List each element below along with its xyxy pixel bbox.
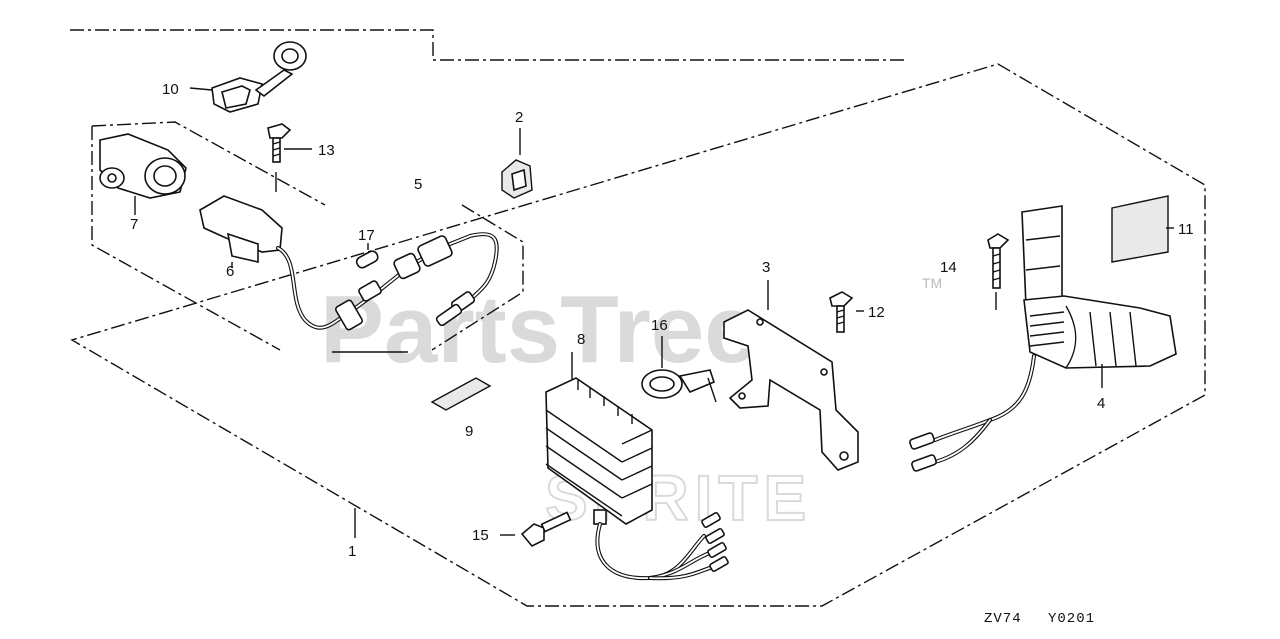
- part-5-harness: [276, 232, 499, 331]
- assembly-outline: [70, 29, 1206, 607]
- harness-group-outline: [91, 121, 524, 351]
- coil-wires: [909, 354, 1036, 472]
- callout-5: 5: [414, 176, 422, 193]
- callout-17: 17: [358, 227, 375, 244]
- callout-12: 12: [868, 304, 885, 321]
- watermark: PartsTree TM SPRITE: [320, 275, 942, 535]
- callout-13: 13: [318, 142, 335, 159]
- part-6-switch-housing: [199, 195, 283, 264]
- callout-11: 11: [1178, 221, 1194, 238]
- watermark-brand: PartsTree: [320, 276, 758, 383]
- callout-10: 10: [162, 81, 179, 98]
- callout-14: 14: [940, 259, 957, 276]
- callout-6: 6: [226, 263, 234, 280]
- leader-10: [189, 87, 213, 91]
- callout-1: 1: [348, 543, 356, 560]
- callout-8: 8: [577, 331, 585, 348]
- callouts: 1 2 3 4 5 6 7 8 9 10 11 12 13 14 15 16 1…: [130, 81, 1194, 560]
- callout-16: 16: [651, 317, 668, 334]
- diagram-code-left: ZV74: [984, 611, 1022, 627]
- part-3-bracket: [723, 309, 859, 471]
- part-17-pin: [355, 250, 379, 269]
- diagram-code-right: Y0201: [1048, 611, 1095, 627]
- part-4-charge-coil: [1021, 205, 1177, 369]
- part-10-cap: [211, 41, 307, 113]
- part-7-socket: [99, 133, 187, 199]
- part-14-bolt: [987, 233, 1010, 289]
- part-2-grommet: [501, 159, 533, 199]
- part-12-bolt: [829, 291, 854, 333]
- part-11-label: [1111, 195, 1169, 263]
- callout-7: 7: [130, 216, 138, 233]
- callout-4: 4: [1097, 395, 1105, 412]
- part-8-regulator: [545, 377, 653, 525]
- watermark-trademark: TM: [922, 275, 942, 291]
- part-13-bolt: [267, 123, 292, 163]
- callout-3: 3: [762, 259, 770, 276]
- callout-15: 15: [472, 527, 489, 544]
- callout-2: 2: [515, 109, 523, 126]
- part-16-clamp: [641, 369, 717, 403]
- callout-9: 9: [465, 423, 473, 440]
- regulator-wires: [595, 511, 729, 581]
- part-15-bolt: [520, 511, 572, 547]
- part-9-plate: [430, 377, 492, 411]
